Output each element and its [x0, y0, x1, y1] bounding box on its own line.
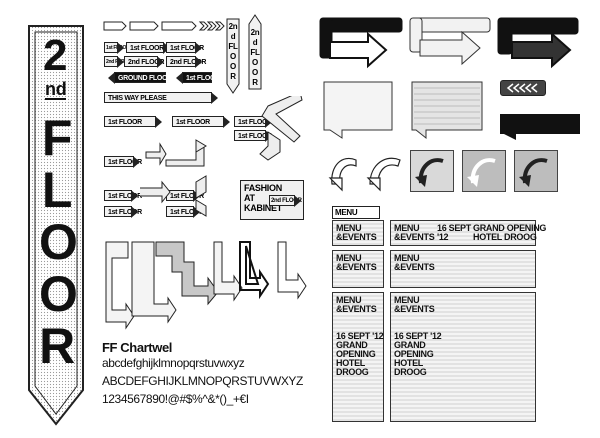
curved-arrow-tile-a	[410, 150, 454, 192]
fashion-sign-line1: FASHION	[244, 183, 282, 193]
this-way-sign: THIS WAY PLEASE	[104, 92, 218, 104]
menu-board-medium-wide: MENU &EVENTS	[390, 250, 536, 288]
tall-sign-letters: F L O O R	[39, 110, 78, 374]
arrow-block-row	[319, 17, 579, 69]
fashion-sign-tag: 2nd FLOOR	[269, 195, 302, 207]
curved-arrow-icon	[415, 158, 444, 187]
menu-board-wide-text: MENU &EVENTS	[394, 223, 435, 242]
first-floor-sign-long: 1st FLOOR	[166, 42, 204, 54]
first-floor-sign-small: 1st FLOOR	[104, 42, 130, 54]
specimen-figures: 1234567890!@#$%^&*()_+€I	[102, 392, 249, 406]
curved-panels	[323, 81, 580, 140]
vertical-sign-up-shape	[248, 14, 262, 90]
vertical-sign-up-text: 2nd FLOOR	[250, 28, 260, 87]
bent-arrow-group	[140, 96, 303, 217]
first-floor-arrow-e: 1st FLOOR	[104, 156, 142, 168]
second-floor-sign-long: 2nd FLOOR	[166, 56, 206, 68]
first-floor-arrow-f: 1st FLOOR	[104, 190, 142, 202]
chevron-strip	[500, 80, 546, 96]
vertical-floor-sign: 2nd FLOOR	[226, 18, 240, 94]
tall-floor-sign: 2 nd F L O O R	[25, 20, 87, 428]
menu-board-tall: MENU &EVENTS 16 SEPT '12 GRAND OPENING H…	[332, 292, 384, 422]
tall-sign-letter: F	[41, 110, 73, 166]
specimen-uppercase: ABCDEFGHIJKLMNOPQRSTUVWXYZ	[102, 374, 303, 388]
specimen-font-name: FF Chartwel	[102, 340, 172, 355]
first-floor-arrow-b: 1st FLOOR	[172, 116, 230, 128]
chevron-left-icon	[506, 83, 538, 93]
menu-board-medium: MENU &EVENTS	[332, 250, 384, 288]
menu-board-tall-text: MENU &EVENTS 16 SEPT '12 GRAND OPENING H…	[336, 295, 384, 377]
large-bent-arrows	[105, 241, 307, 330]
menu-board-date: 16 SEPT '12	[437, 223, 471, 242]
menu-board-medium-wide-text: MENU &EVENTS	[394, 253, 435, 272]
vertical-sign-shape	[226, 18, 240, 94]
vertical-sign-text: 2nd FLOOR	[228, 22, 238, 81]
menu-board-wide: MENU &EVENTS 16 SEPT '12 GRAND OPENING H…	[390, 220, 546, 246]
specimen-lowercase: abcdefghijklmnopqrstuvwxyz	[102, 356, 245, 370]
curved-arrow-icons	[328, 157, 401, 192]
first-floor-arrow-i: 1st FLOOR	[166, 206, 204, 218]
tall-sign-shape	[28, 25, 84, 426]
menu-label-top: MENU	[332, 206, 380, 219]
first-floor-arrow-h: 1st FLOOR	[104, 206, 142, 218]
first-floor-arrow-a: 1st FLOOR	[104, 116, 162, 128]
tall-sign-letter: L	[41, 162, 73, 218]
second-floor-sign: 2nd FLOOR	[124, 56, 164, 68]
vertical-floor-sign-up: 2nd FLOOR	[248, 14, 262, 90]
curved-arrow-tile-b	[462, 150, 506, 192]
fashion-sign-line3: KABINET	[244, 203, 282, 213]
ground-floor-sign: GROUND FLOOR	[108, 72, 172, 84]
tall-sign-letter: O	[39, 266, 78, 322]
tall-sign-letter: O	[39, 214, 78, 270]
fashion-sign: FASHION AT KABINET 2nd FLOOR	[240, 180, 304, 220]
menu-board-medium-text: MENU &EVENTS	[336, 253, 377, 272]
menu-board-tall-wide: MENU &EVENTS 16 SEPT '12 GRAND OPENING H…	[390, 292, 536, 422]
arrow-outline-row	[103, 21, 225, 31]
menu-board-opening: GRAND OPENING HOTEL DROOG	[473, 223, 547, 242]
menu-board-small: MENU &EVENTS	[332, 220, 384, 246]
curved-arrow-icon	[467, 158, 496, 187]
first-floor-sign: 1st FLOOR	[126, 42, 170, 54]
second-floor-sign-small: 2nd FLOOR	[104, 56, 131, 68]
tall-sign-letter: R	[39, 318, 75, 374]
first-floor-sign-dark: 1st FLOOR	[176, 72, 220, 84]
tall-sign-suffix: nd	[45, 79, 67, 100]
fashion-sign-line2: AT	[244, 193, 255, 203]
curved-arrow-icon	[519, 158, 548, 187]
tall-sign-number: 2	[43, 31, 68, 80]
first-floor-arrow-c: 1st FLOOR	[234, 116, 272, 128]
menu-board-small-text: MENU &EVENTS	[336, 223, 377, 242]
curved-arrow-tile-c	[514, 150, 558, 192]
menu-board-tall-wide-text: MENU &EVENTS 16 SEPT '12 GRAND OPENING H…	[394, 295, 442, 377]
